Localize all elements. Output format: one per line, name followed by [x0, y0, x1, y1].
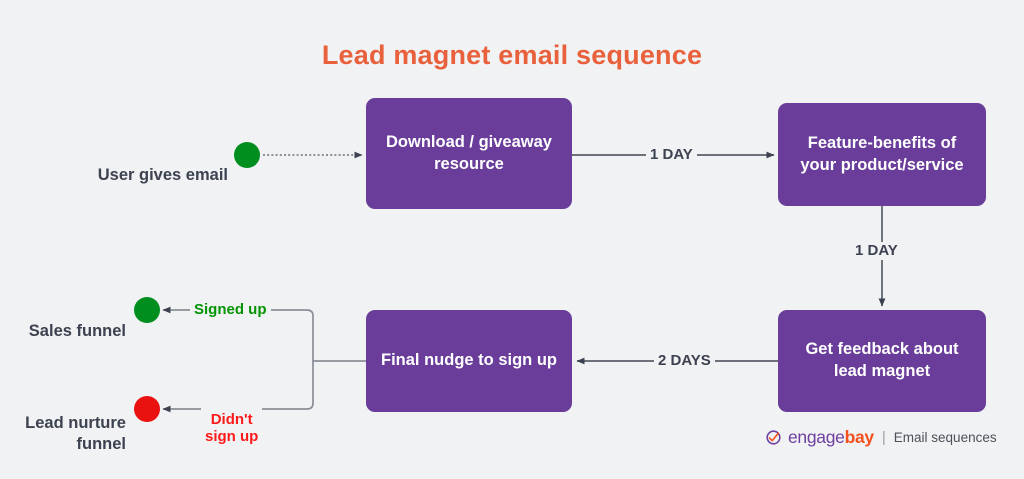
edge-label-1day-a-text: 1 DAY — [650, 146, 693, 163]
label-lead-nurture-funnel: Lead nurture funnel — [0, 392, 126, 455]
edge-label-2days-text: 2 DAYS — [658, 352, 711, 369]
start-dot-green — [234, 142, 260, 168]
node-download-label: Download / giveaway resource — [386, 132, 552, 173]
footer-branding: engagebay | Email sequences — [766, 427, 997, 448]
label-user-gives-email-text: User gives email — [97, 166, 228, 185]
node-final-nudge[interactable]: Final nudge to sign up — [366, 310, 572, 412]
edge-label-1day-b-text: 1 DAY — [855, 242, 898, 259]
footer-divider: | — [881, 429, 886, 446]
node-nudge-label: Final nudge to sign up — [381, 351, 557, 370]
edge-label-signed-up: Signed up — [190, 301, 271, 319]
edge-label-didnt-sign-up: Didn't sign up — [201, 393, 263, 447]
engagebay-check-icon — [766, 430, 781, 445]
edge-label-feedback-to-nudge: 2 DAYS — [654, 352, 715, 370]
node-feature-label: Feature-benefits of your product/service — [800, 133, 964, 174]
footer-caption: Email sequences — [893, 430, 997, 445]
engagebay-wordmark: engagebay — [788, 427, 874, 448]
node-get-feedback[interactable]: Get feedback about lead magnet — [778, 310, 986, 412]
node-feedback-label: Get feedback about lead magnet — [805, 340, 959, 380]
label-lead-nurture-funnel-text: Lead nurture funnel — [25, 414, 126, 454]
edge-label-feature-to-feedback: 1 DAY — [851, 242, 902, 260]
edge-label-didnt-sign-up-text: Didn't sign up — [205, 410, 259, 446]
node-feature-benefits[interactable]: Feature-benefits of your product/service — [778, 103, 986, 206]
node-download-giveaway[interactable]: Download / giveaway resource — [366, 98, 572, 209]
label-sales-funnel: Sales funnel — [0, 300, 126, 342]
brand-bay: bay — [844, 427, 875, 447]
label-sales-funnel-text: Sales funnel — [28, 322, 126, 341]
page-title: Lead magnet email sequence — [321, 40, 703, 70]
edge-label-signed-up-text: Signed up — [194, 301, 267, 318]
edge-label-download-to-feature: 1 DAY — [646, 146, 697, 164]
label-user-gives-email: User gives email — [30, 144, 228, 186]
brand-engage: engage — [788, 427, 845, 447]
sales-funnel-dot-green — [134, 297, 160, 323]
lead-nurture-dot-red — [134, 396, 160, 422]
